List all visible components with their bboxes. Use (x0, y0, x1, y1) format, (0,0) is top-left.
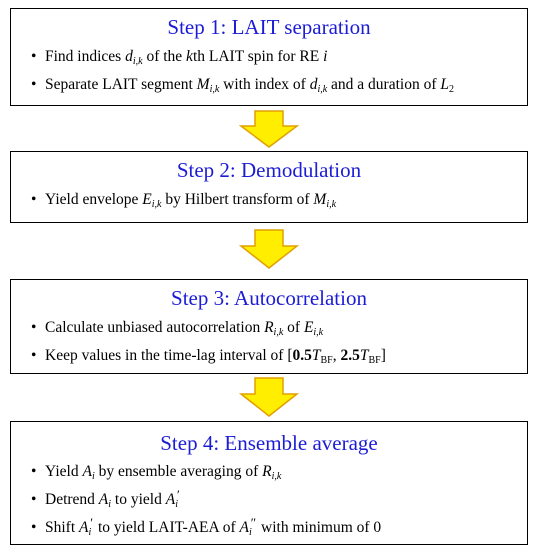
step-1-bullet-2: Separate LAIT segment Mi,k with index of… (31, 73, 527, 101)
step-2-title: Step 2: Demodulation (176, 158, 362, 182)
step-4-box: Step 4: Ensemble average Yield Ai by ens… (10, 421, 528, 545)
step-3-box: Step 3: Autocorrelation Calculate unbias… (10, 279, 528, 374)
down-arrow-1 (239, 110, 299, 148)
step-2-box: Step 2: Demodulation Yield envelope Ei,k… (10, 151, 528, 223)
step-2-bullet-1: Yield envelope Ei,k by Hilbert transform… (31, 188, 527, 216)
step-4-bullet-2: Detrend Ai to yield Ai′ (31, 487, 527, 516)
step-4-bullet-3: Shift Ai′ to yield LAIT-AEA of Ai″ with … (31, 515, 527, 544)
step-1-bullets: Find indices di,k of the kth LAIT spin f… (11, 45, 527, 101)
step-3-title: Step 3: Autocorrelation (171, 286, 367, 310)
step-4-bullets: Yield Ai by ensemble averaging of Ri,k D… (11, 460, 527, 544)
down-arrow-3 (239, 377, 299, 417)
step-4-title: Step 4: Ensemble average (160, 431, 378, 455)
step-1-title: Step 1: LAIT separation (167, 15, 371, 39)
step-4-bullet-1: Yield Ai by ensemble averaging of Ri,k (31, 460, 527, 488)
step-2-bullets: Yield envelope Ei,k by Hilbert transform… (11, 188, 527, 216)
step-3-bullets: Calculate unbiased autocorrelation Ri,k … (11, 316, 527, 372)
down-arrow-2 (239, 229, 299, 269)
step-3-bullet-2: Keep values in the time-lag interval of … (31, 344, 527, 372)
step-1-box: Step 1: LAIT separation Find indices di,… (10, 8, 528, 106)
step-3-bullet-1: Calculate unbiased autocorrelation Ri,k … (31, 316, 527, 344)
step-1-bullet-1: Find indices di,k of the kth LAIT spin f… (31, 45, 527, 73)
